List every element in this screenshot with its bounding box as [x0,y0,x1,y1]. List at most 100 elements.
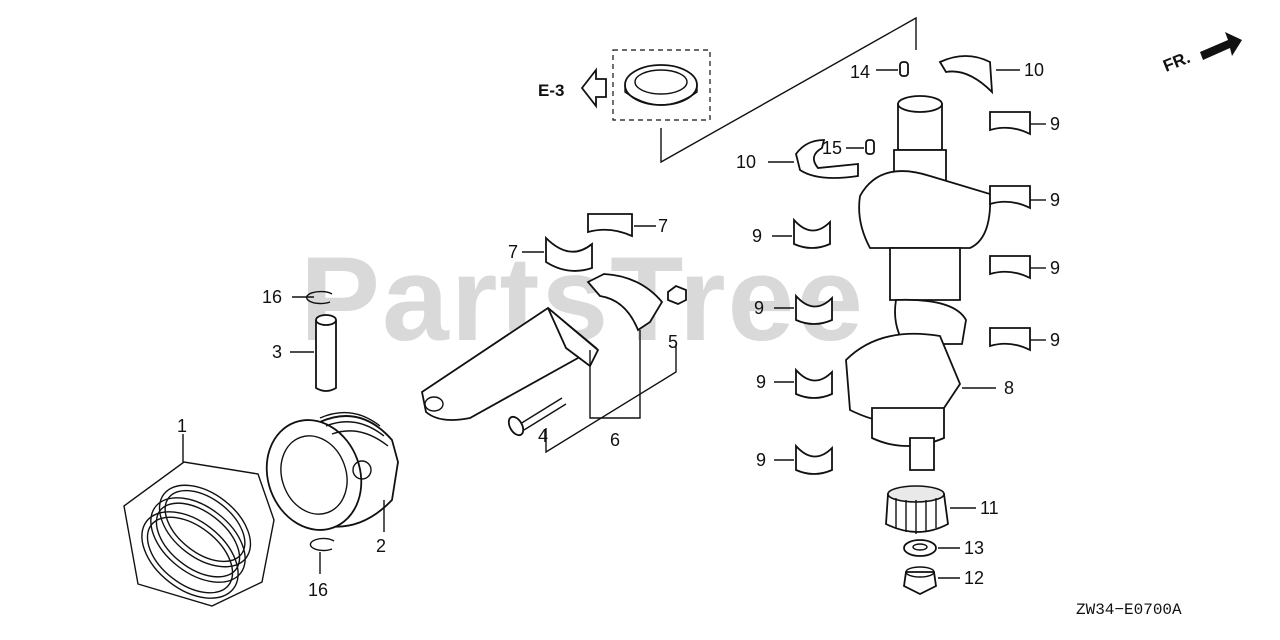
nut-shape [667,284,687,305]
callout-16b: 16 [308,580,328,600]
bearing-7b-shape [587,213,633,238]
ring-second [150,497,246,583]
bearing-9b-shape [989,185,1031,210]
oil-seal-inner [634,69,688,95]
bearing-9g-shape [795,367,833,399]
rod-cap-shape [586,273,664,332]
piston-pin[interactable] [315,314,337,392]
thrust-washer-lower[interactable] [795,139,859,179]
reference-leader [660,16,917,164]
callout-5: 5 [668,332,678,352]
rod-beam [420,306,598,421]
callout-7b: 7 [658,216,668,236]
front-label: FR. [1160,48,1193,76]
callout-13: 13 [964,538,984,558]
callout-8: 8 [1004,378,1014,398]
bearing-9a-shape [989,111,1031,136]
dashed-box [612,49,711,121]
washer-13-outer [903,539,937,557]
front-arrow-icon [1200,32,1242,60]
rod-bearing-upper[interactable] [587,213,633,238]
callout-10b: 10 [736,152,756,172]
callout-9b: 9 [1050,190,1060,210]
bolt-shank [519,397,563,425]
crank-pin-1 [889,247,961,301]
reference-e3[interactable]: E-3 [538,67,607,109]
rod-big-end [547,307,600,368]
piston-pin-boss [352,460,372,480]
leader-6 [589,330,641,419]
pin-body [315,320,337,392]
rod-bolt[interactable] [506,397,567,438]
piston-crown-inner [280,435,348,515]
connecting-rod[interactable] [420,306,600,421]
bearing-7a-shape [545,235,593,272]
main-bearing-9f[interactable] [795,293,833,325]
rod-bearing-lower[interactable] [545,235,593,272]
rod-cap[interactable] [586,273,664,332]
bearing-9f-shape [795,293,833,325]
main-bearing-9g[interactable] [795,367,833,399]
piston-ring-grooves [319,411,389,447]
callout-1: 1 [177,416,187,436]
crank-top-face [897,95,943,113]
callout-12: 12 [964,568,984,588]
callout-7a: 7 [508,242,518,262]
crank-nut[interactable] [903,566,937,596]
callout-9c: 9 [1050,258,1060,278]
main-bearing-9d[interactable] [989,327,1031,352]
callout-15: 15 [822,138,842,158]
main-bearing-9a[interactable] [989,111,1031,136]
pin-end [315,314,337,326]
main-bearing-9c[interactable] [989,255,1031,280]
callout-11: 11 [980,498,999,518]
crank-web-1 [858,170,992,249]
washer-10a-shape [938,55,994,95]
dowel-pin-14[interactable] [899,61,909,77]
bearing-9d-shape [989,327,1031,352]
piston-crown [265,419,363,531]
callout-14: 14 [850,62,870,82]
bolt-shank-b [523,403,567,431]
piston-rings[interactable] [123,461,275,616]
oil-seal-reference-box [612,49,711,121]
ring-oil [141,511,239,599]
bearing-9h-shape [795,443,833,475]
pin-14-shape [899,61,909,77]
crank-taper [909,437,935,471]
crankshaft-gear[interactable] [885,485,949,534]
crank-washer[interactable] [903,539,937,557]
diagram-code: ZW34−E0700A [1076,601,1182,619]
callout-4: 4 [538,426,548,446]
washer-10b-shape [795,139,859,179]
main-bearing-9b[interactable] [989,185,1031,210]
callout-10a: 10 [1024,60,1044,80]
ring-second-inner [155,502,241,578]
dowel-pin-15[interactable] [865,139,875,155]
callout-2: 2 [376,536,386,556]
washer-13-inner [912,543,928,551]
callout-6: 6 [610,430,620,450]
reference-label: E-3 [538,81,564,100]
piston[interactable] [252,407,399,544]
nut-12-top [905,566,935,578]
bearing-9e-shape [793,217,831,249]
callout-9g: 9 [756,372,766,392]
ring-top [158,484,252,568]
callout-9h: 9 [756,450,766,470]
rod-nut[interactable] [667,284,687,305]
ring-oil-inner [146,516,234,594]
piston-pin-clip-lower[interactable] [309,537,335,552]
pin-15-shape [865,139,875,155]
callout-16a: 16 [262,287,282,307]
main-bearing-9h[interactable] [795,443,833,475]
thrust-washer-upper[interactable] [938,55,994,95]
rod-small-end-eye [424,396,444,412]
nut-12-body [903,571,937,596]
ring-top-inner [164,489,246,563]
crankshaft[interactable] [845,95,992,471]
main-bearing-9e[interactable] [793,217,831,249]
callout-9e: 9 [752,226,762,246]
reference-arrow-icon [580,67,607,109]
